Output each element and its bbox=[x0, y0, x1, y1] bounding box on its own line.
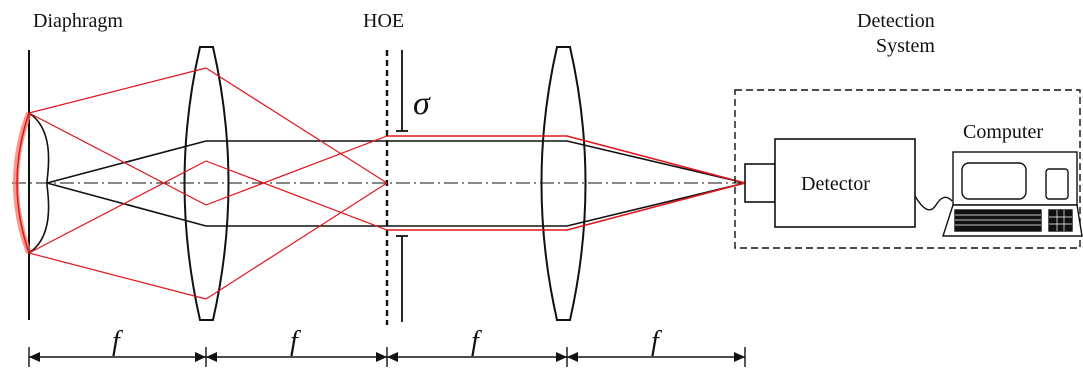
dimension-label-4: f bbox=[651, 326, 662, 357]
detector-cable bbox=[914, 195, 953, 211]
label-detection-system-line1: Detection bbox=[857, 10, 935, 32]
label-detection-system-line2: System bbox=[876, 35, 935, 57]
sigma-aperture bbox=[396, 50, 408, 322]
dimension-arrowheads bbox=[29, 352, 745, 362]
detector-label: Detector bbox=[801, 173, 870, 195]
detector-entrance-window bbox=[744, 163, 776, 203]
black-ray-bundle bbox=[46, 140, 746, 227]
dimension-label-3: f bbox=[471, 326, 482, 357]
red-ray-bundle bbox=[28, 67, 746, 300]
dimension-label-2: f bbox=[290, 326, 301, 357]
sigma-symbol: σ bbox=[413, 85, 431, 122]
detector-box bbox=[774, 138, 916, 228]
lens-1 bbox=[183, 46, 230, 321]
detection-system-box bbox=[734, 89, 1081, 249]
lens-2 bbox=[540, 46, 587, 321]
label-hoe: HOE bbox=[363, 10, 404, 32]
computer-icon bbox=[942, 151, 1083, 237]
computer-label: Computer bbox=[963, 121, 1043, 143]
membrane-highlight bbox=[13, 111, 32, 255]
dimension-label-1: f bbox=[112, 326, 123, 357]
keyboard-keys bbox=[955, 210, 1072, 231]
label-diaphragm: Diaphragm bbox=[33, 10, 123, 32]
